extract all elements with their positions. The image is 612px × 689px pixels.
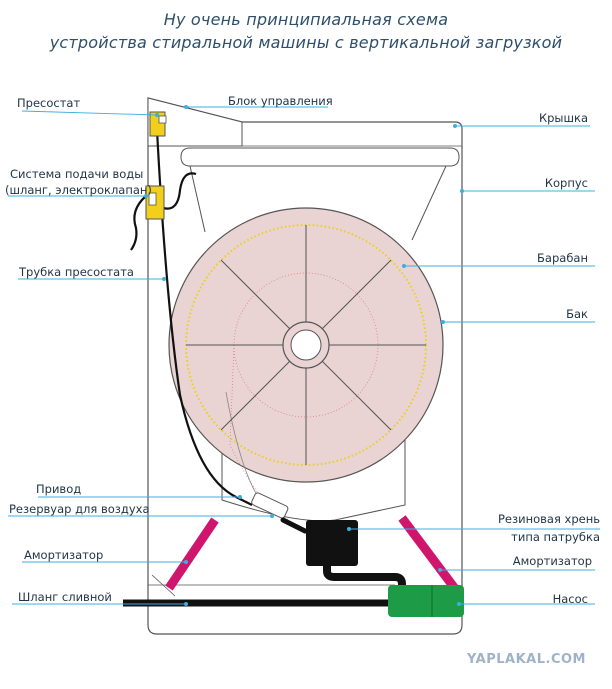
leader-lines — [8, 106, 600, 605]
front-foot-line — [151, 574, 176, 597]
water-hose-inner — [162, 172, 197, 210]
label-body: Корпус — [544, 176, 588, 190]
label-drive: Привод — [36, 482, 82, 496]
pressostat-pin — [158, 115, 167, 124]
label-tank: Бак — [566, 307, 588, 321]
title-line-2: устройства стиральной машины с вертикаль… — [49, 33, 563, 52]
label-rubber-pipe-2: типа патрубка — [511, 530, 600, 544]
water-hose-outer — [130, 195, 147, 251]
label-water-supply-1: Система подачи воды — [10, 167, 144, 181]
label-pressostat: Пресостат — [17, 96, 81, 110]
label-water-supply-2: (шланг, электроклапан) — [5, 183, 152, 197]
pump — [388, 585, 464, 617]
label-drum: Барабан — [537, 251, 588, 265]
tank-wall-left — [189, 165, 206, 233]
label-control-block: Блок управления — [228, 94, 333, 108]
watermark: YAPLAKAL.COM — [467, 652, 586, 667]
label-shock-absorber-right: Амортизатор — [512, 554, 592, 568]
label-drain-hose: Шланг сливной — [18, 590, 112, 604]
label-air-reservoir: Резервуар для воздуха — [9, 502, 150, 516]
tank-top — [180, 147, 460, 167]
title-line-1: Ну очень принципиальная схема — [163, 10, 449, 29]
drum-hub-inner — [290, 329, 322, 361]
label-shock-absorber-left: Амортизатор — [24, 548, 104, 562]
label-pump: Насос — [552, 592, 588, 606]
tank-wall-right — [411, 165, 447, 241]
label-rubber-pipe-1: Резиновая хрень — [497, 512, 600, 526]
rubber-pipe — [306, 520, 358, 566]
leader-pressostat — [21, 110, 158, 116]
drain-hose-upper — [323, 563, 406, 590]
air-reservoir-pipe — [280, 517, 308, 534]
water-valve-pin — [148, 192, 157, 206]
label-pressostat-tube: Трубка пресостата — [19, 265, 134, 279]
label-lid: Крышка — [538, 111, 588, 125]
shock-absorber-left — [165, 517, 219, 591]
air-reservoir — [251, 492, 289, 519]
leader-dots — [144, 105, 464, 606]
shock-absorber-right — [398, 515, 460, 593]
